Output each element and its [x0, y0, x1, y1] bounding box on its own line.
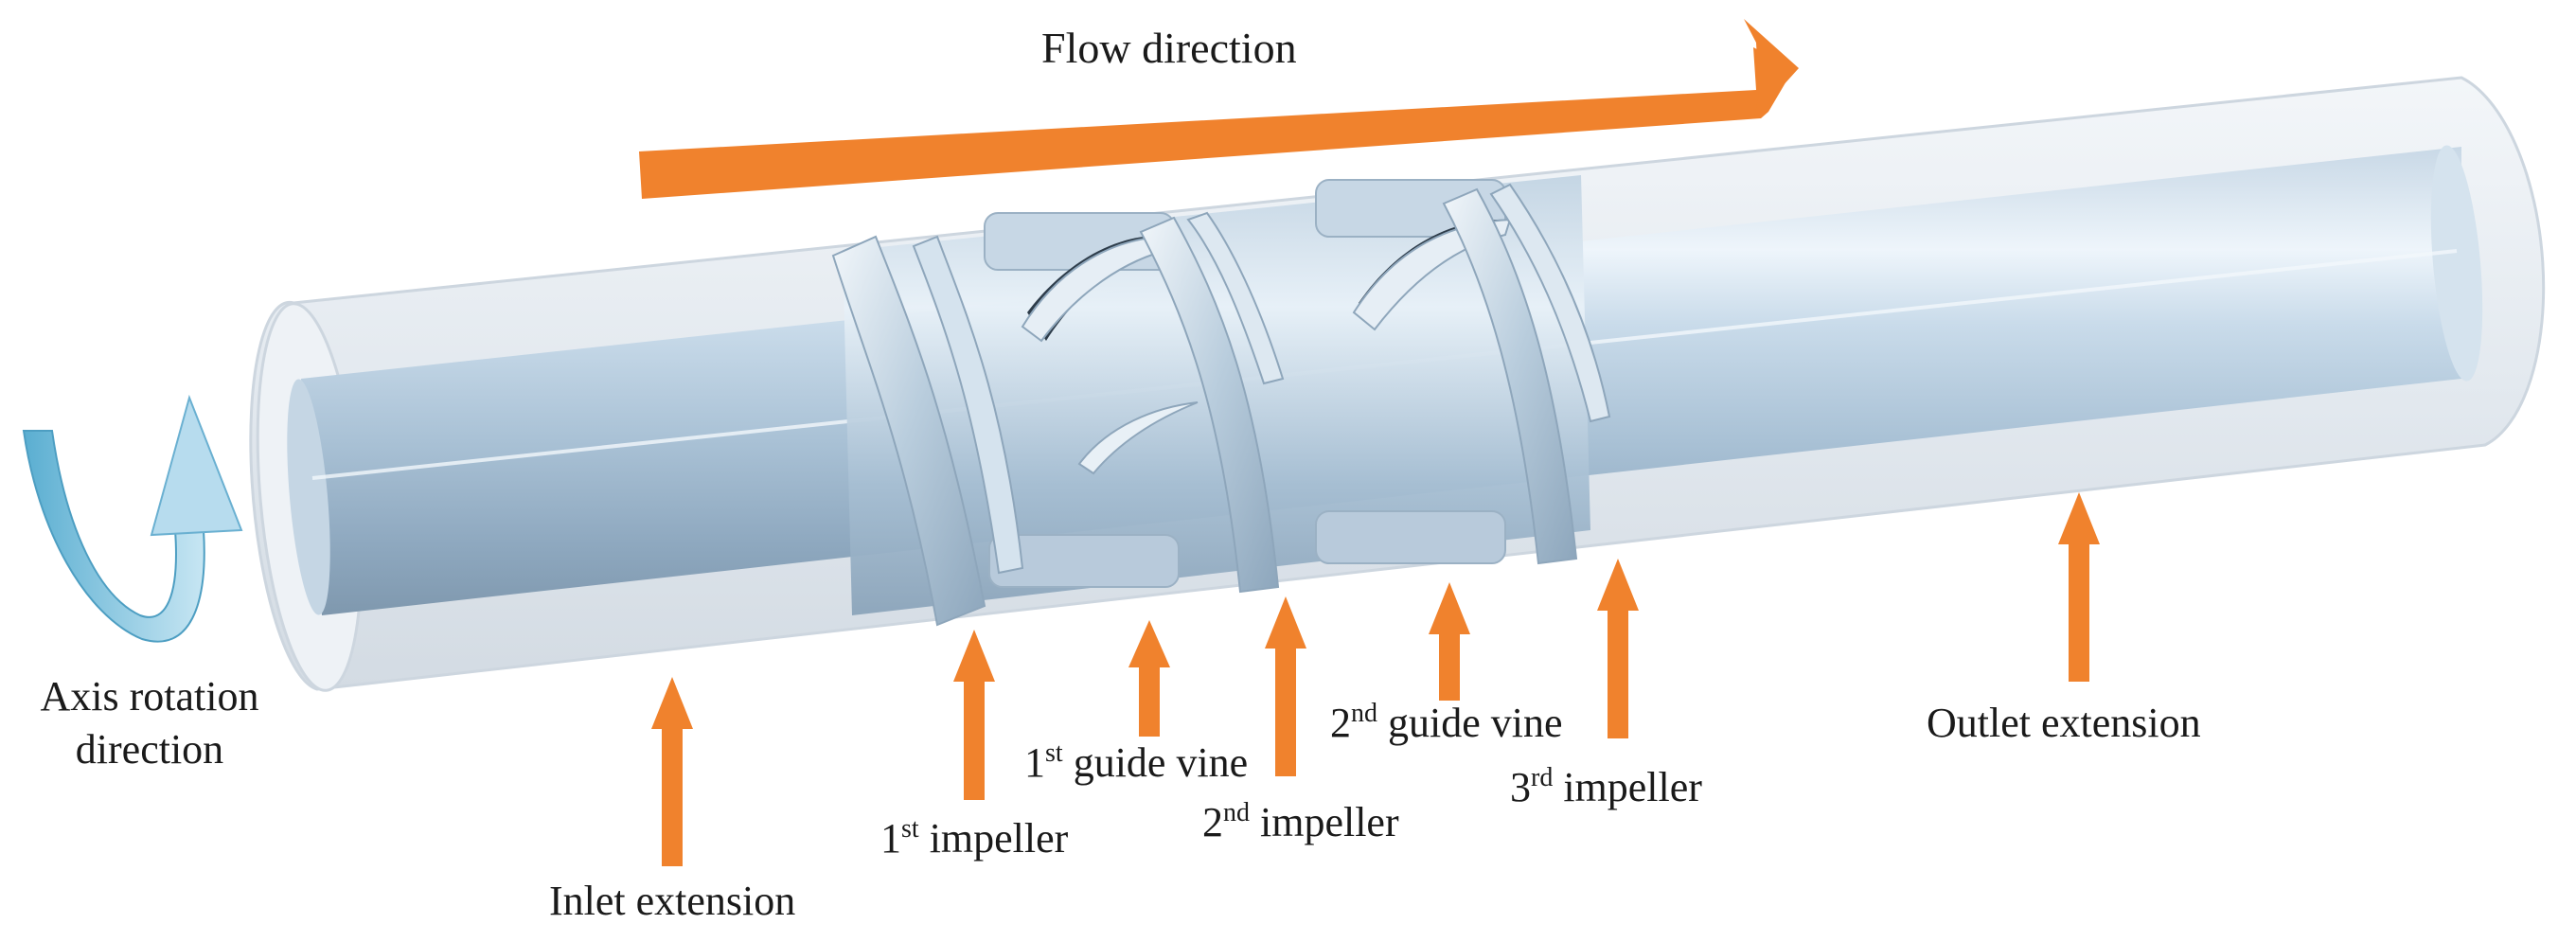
impeller1-label: 1st impeller	[880, 814, 1069, 862]
label-pointer-arrows	[651, 492, 2100, 866]
inlet-extension-label: Inlet extension	[549, 878, 796, 924]
guide2-pointer-arrow	[1429, 582, 1470, 701]
guide1-pointer-arrow	[1128, 620, 1170, 737]
impeller3-label: 3rd impeller	[1510, 763, 1702, 810]
axis-rotation-arrow	[22, 394, 243, 643]
flow-direction-arrow	[639, 19, 1799, 199]
guide-vine1-label: 1st guide vine	[1024, 738, 1249, 786]
inlet-pointer-arrow	[651, 677, 693, 866]
outlet-pointer-arrow	[2058, 492, 2100, 682]
impeller3-pointer-arrow	[1597, 559, 1639, 738]
axis-rotation-label-line1: Axis rotation	[40, 673, 259, 720]
guide-vine2-label: 2nd guide vine	[1330, 699, 1563, 746]
flow-direction-label: Flow direction	[1041, 24, 1297, 72]
impeller2-label: 2nd impeller	[1202, 798, 1399, 845]
axis-rotation-label-line2: direction	[75, 726, 224, 773]
impeller1-pointer-arrow	[953, 630, 995, 800]
outlet-extension-label: Outlet extension	[1927, 700, 2201, 746]
axis-rotation-label: Axis rotation direction	[8, 670, 292, 776]
impeller-section	[831, 175, 1611, 627]
impeller2-pointer-arrow	[1265, 596, 1306, 776]
